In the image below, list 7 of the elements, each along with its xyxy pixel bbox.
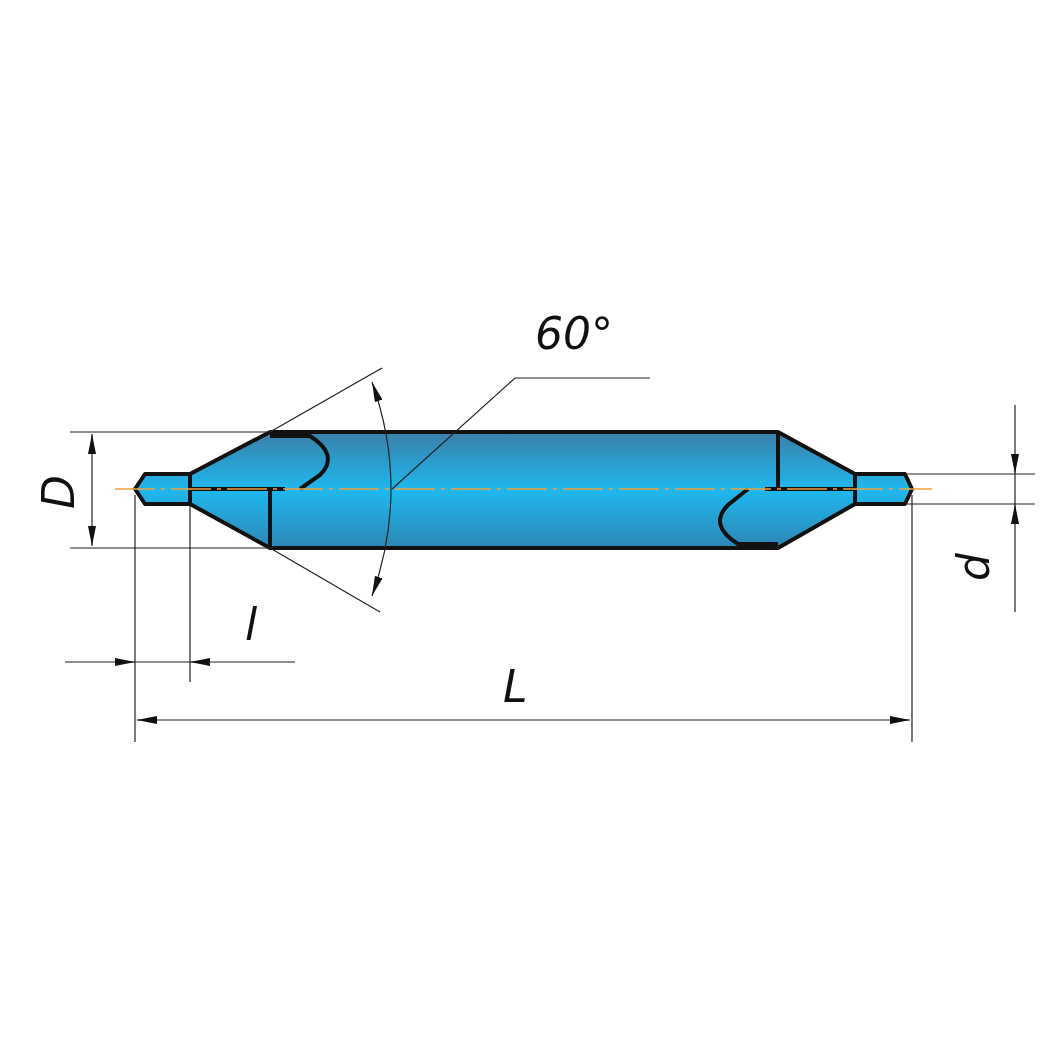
angle-label: 60°	[535, 312, 613, 356]
leader-line	[391, 377, 651, 490]
dimension-label: L	[503, 665, 528, 709]
dimension-label: l	[245, 603, 258, 647]
angle-dimension	[371, 381, 392, 597]
dimension-label: d	[951, 553, 996, 581]
dimension-label: D	[36, 475, 81, 509]
